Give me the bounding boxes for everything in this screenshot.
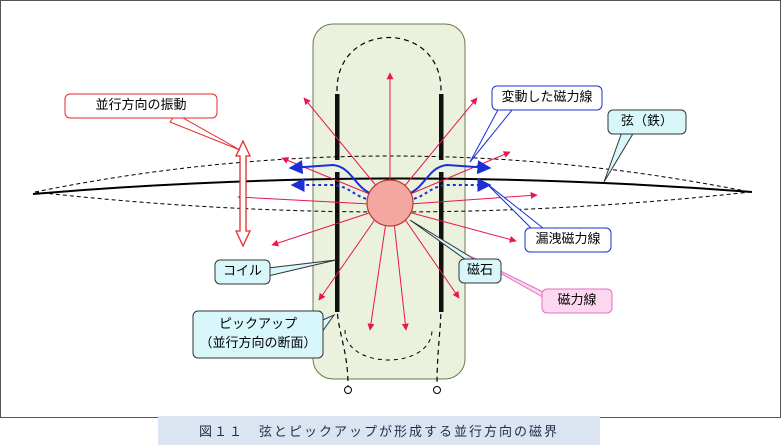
- vibration-arrow: [234, 139, 252, 248]
- callout-tail-leakage: [485, 182, 550, 233]
- label-magnet: 磁石: [466, 263, 493, 278]
- string-envelope-lower: [34, 191, 751, 213]
- bottom-dashed-loop: [344, 329, 433, 361]
- magnet: [366, 179, 414, 227]
- string-envelope-upper: [34, 155, 751, 193]
- label-coil: コイル: [222, 264, 262, 279]
- coil-left-lower: [335, 172, 340, 312]
- label-leakage-field: 漏洩磁力線: [535, 232, 601, 247]
- leakage-field-left: [290, 178, 373, 201]
- terminal-left: [344, 386, 352, 394]
- field-arrows: [237, 72, 538, 331]
- lead-wire-right: [436, 304, 442, 386]
- callout-tail-vibration: [169, 113, 241, 151]
- label-parallel-vibration: 並行方向の振動: [95, 98, 187, 113]
- terminal-right: [433, 386, 441, 394]
- lead-wire-left: [336, 304, 349, 386]
- coil-left-upper: [335, 94, 340, 160]
- dashed-field-loop: [336, 36, 442, 100]
- leakage-field-right: [407, 178, 492, 201]
- figure-caption: 図１１ 弦とピックアップが形成する並行方向の磁界: [158, 416, 600, 445]
- coil-right-upper: [439, 94, 444, 160]
- label-pickup: ピックアップ: [218, 317, 297, 332]
- label-field-lines: 磁力線: [557, 293, 597, 308]
- callout-tail-string: [603, 131, 635, 183]
- string: [32, 177, 753, 195]
- label-changed-field: 変動した磁力線: [501, 90, 593, 105]
- label-string: 弦（鉄）: [620, 114, 673, 129]
- label-pickup-section: （並行方向の断面）: [199, 336, 317, 351]
